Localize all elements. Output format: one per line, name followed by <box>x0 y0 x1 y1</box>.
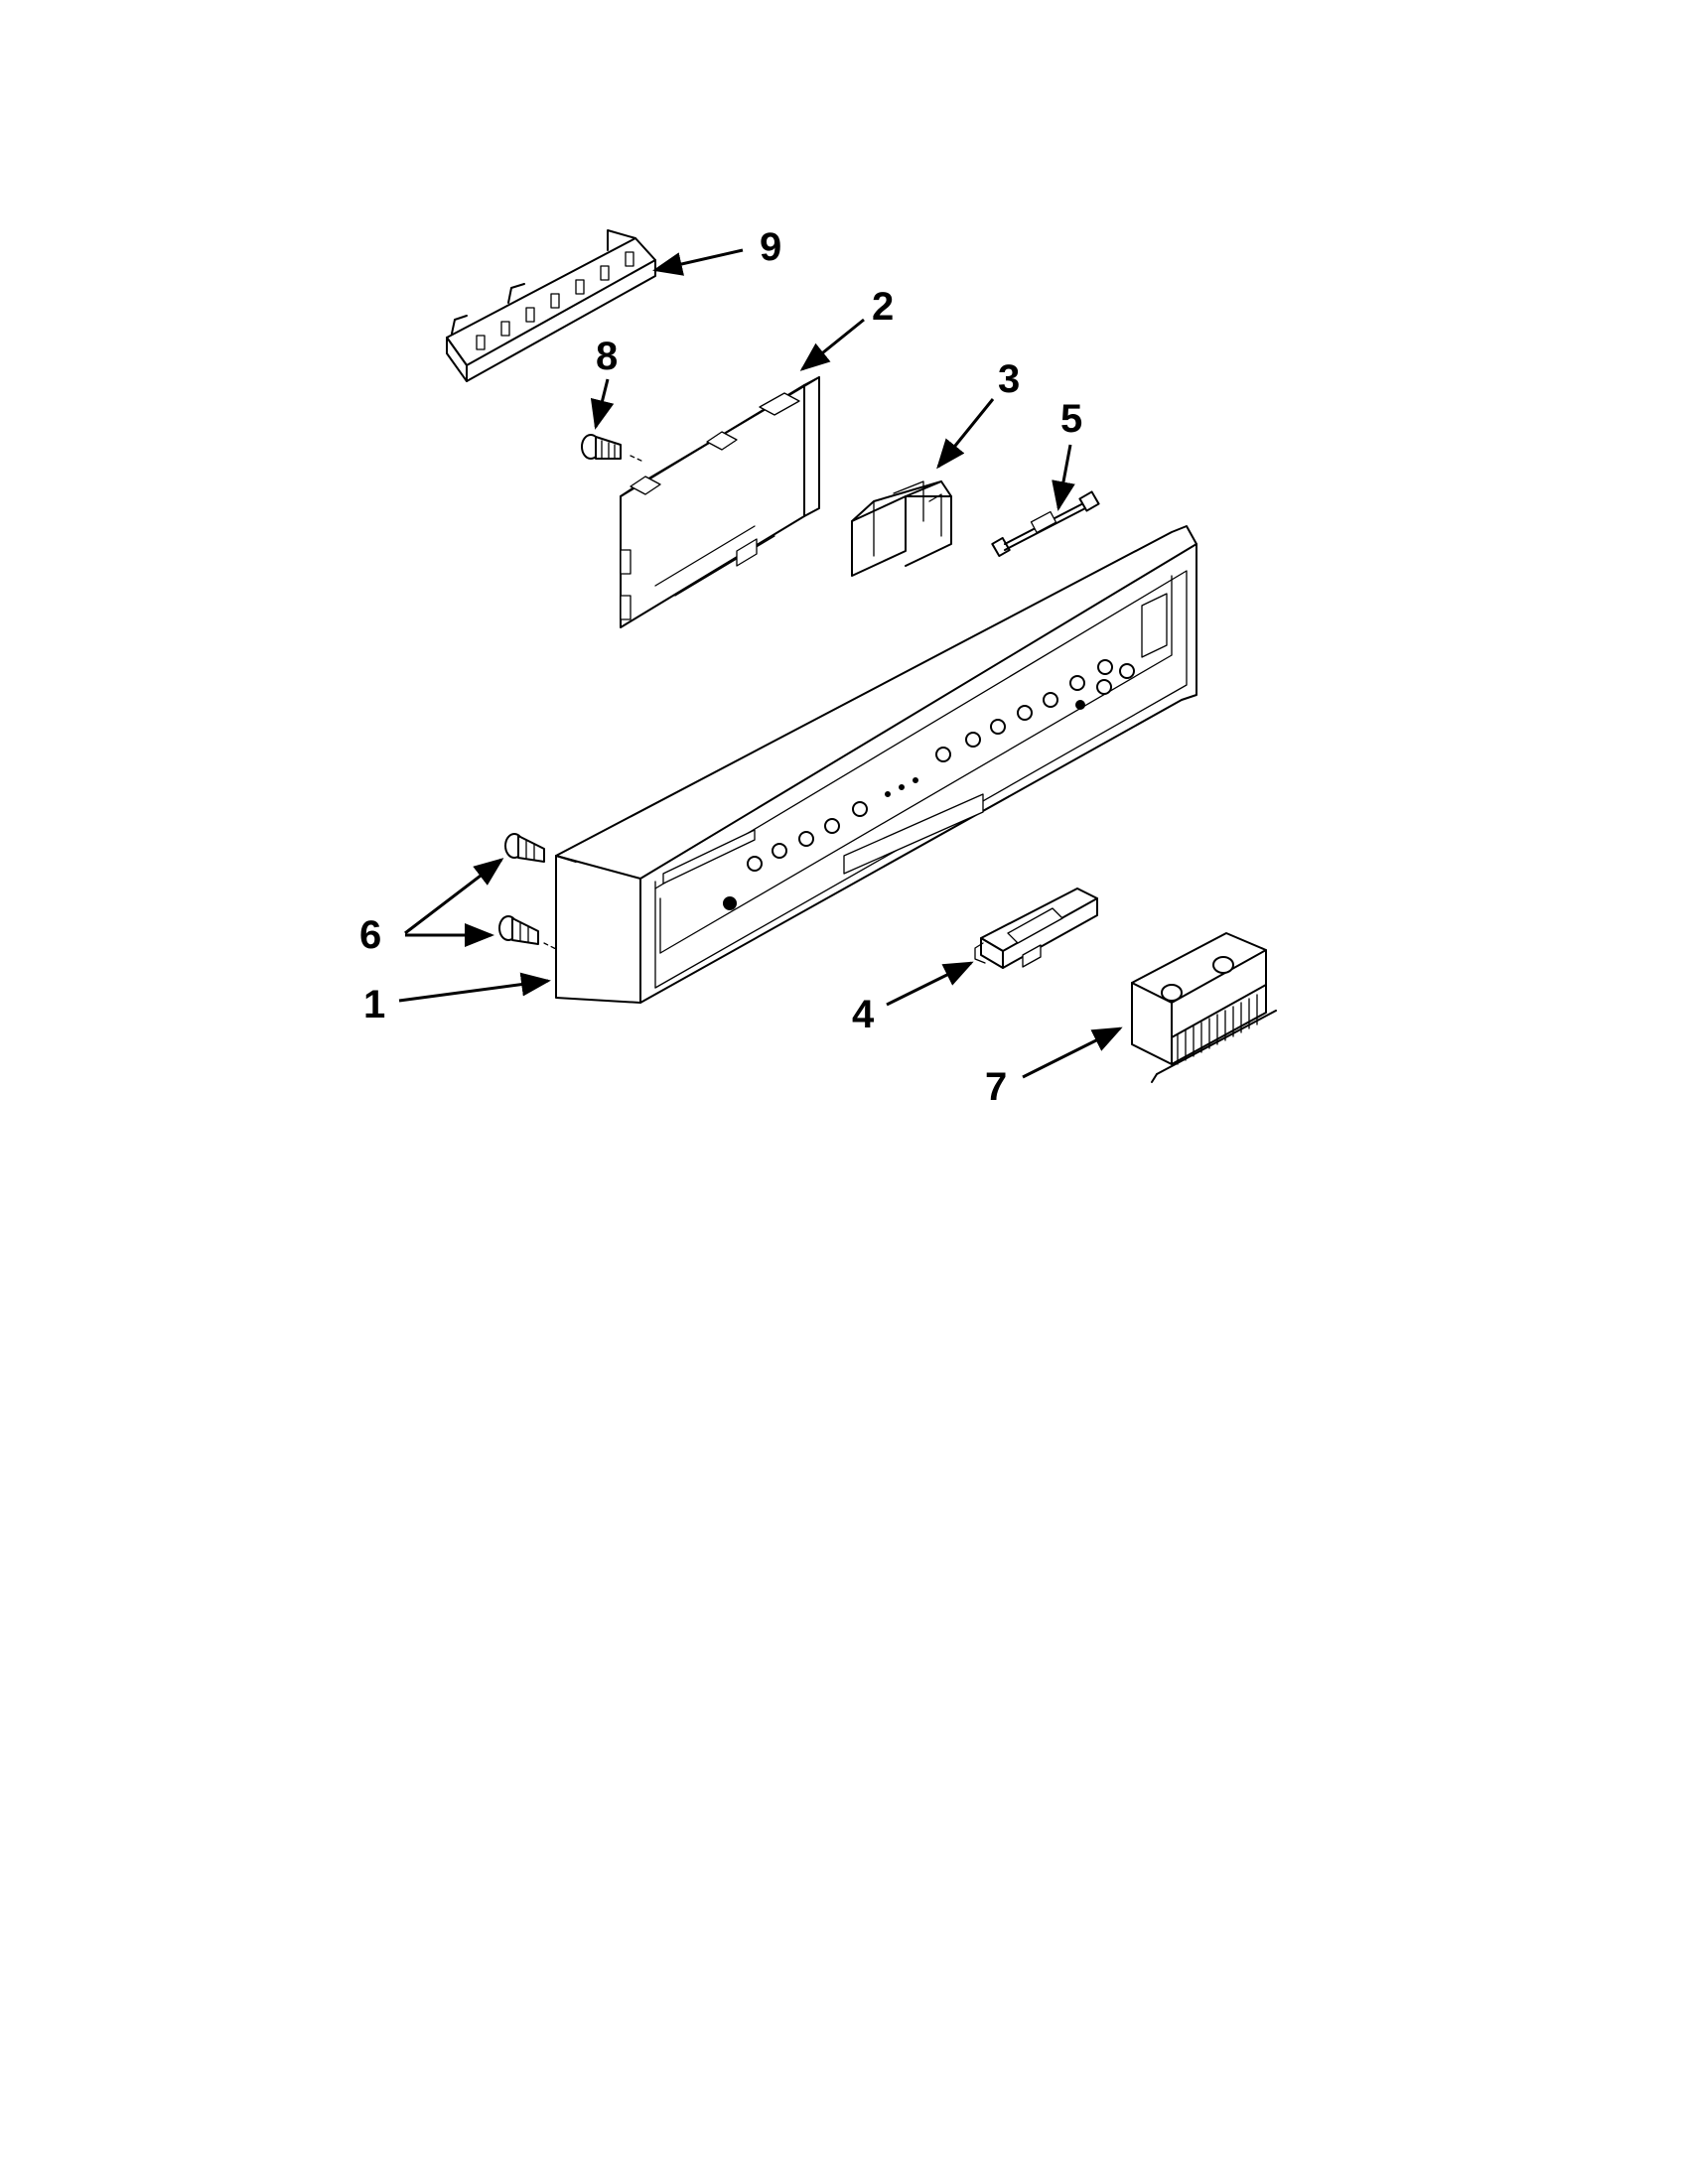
leader-3 <box>936 398 995 470</box>
vent-assembly-part <box>1131 932 1277 1083</box>
bracket-part <box>446 229 656 382</box>
leader-8 <box>590 378 615 430</box>
leader-2 <box>799 318 865 371</box>
board-housing-part <box>851 480 952 577</box>
callout-labels: 9 2 8 3 5 6 1 4 7 <box>359 225 1082 1109</box>
leader-6a <box>404 858 504 935</box>
callout-label-7: 7 <box>985 1065 1007 1109</box>
leader-4 <box>886 961 974 1007</box>
callout-label-3: 3 <box>998 357 1020 401</box>
callout-leaders <box>398 248 1123 1079</box>
console-panel-part <box>555 525 1197 1004</box>
screws-part-6 <box>498 833 557 950</box>
door-latch-part <box>974 887 1098 969</box>
leader-1 <box>398 972 551 1003</box>
callout-label-8: 8 <box>596 335 618 378</box>
screw-part-8 <box>581 434 644 463</box>
leader-7 <box>1022 1026 1123 1079</box>
callout-label-6: 6 <box>359 913 381 957</box>
callout-label-2: 2 <box>872 285 894 329</box>
leader-5 <box>1052 444 1075 511</box>
wire-harness-part <box>991 490 1100 558</box>
callout-label-1: 1 <box>363 983 385 1026</box>
callout-label-4: 4 <box>852 993 875 1036</box>
callout-label-5: 5 <box>1060 397 1082 441</box>
callout-label-9: 9 <box>760 225 781 269</box>
control-board-part <box>620 376 820 628</box>
leader-9 <box>652 248 744 276</box>
